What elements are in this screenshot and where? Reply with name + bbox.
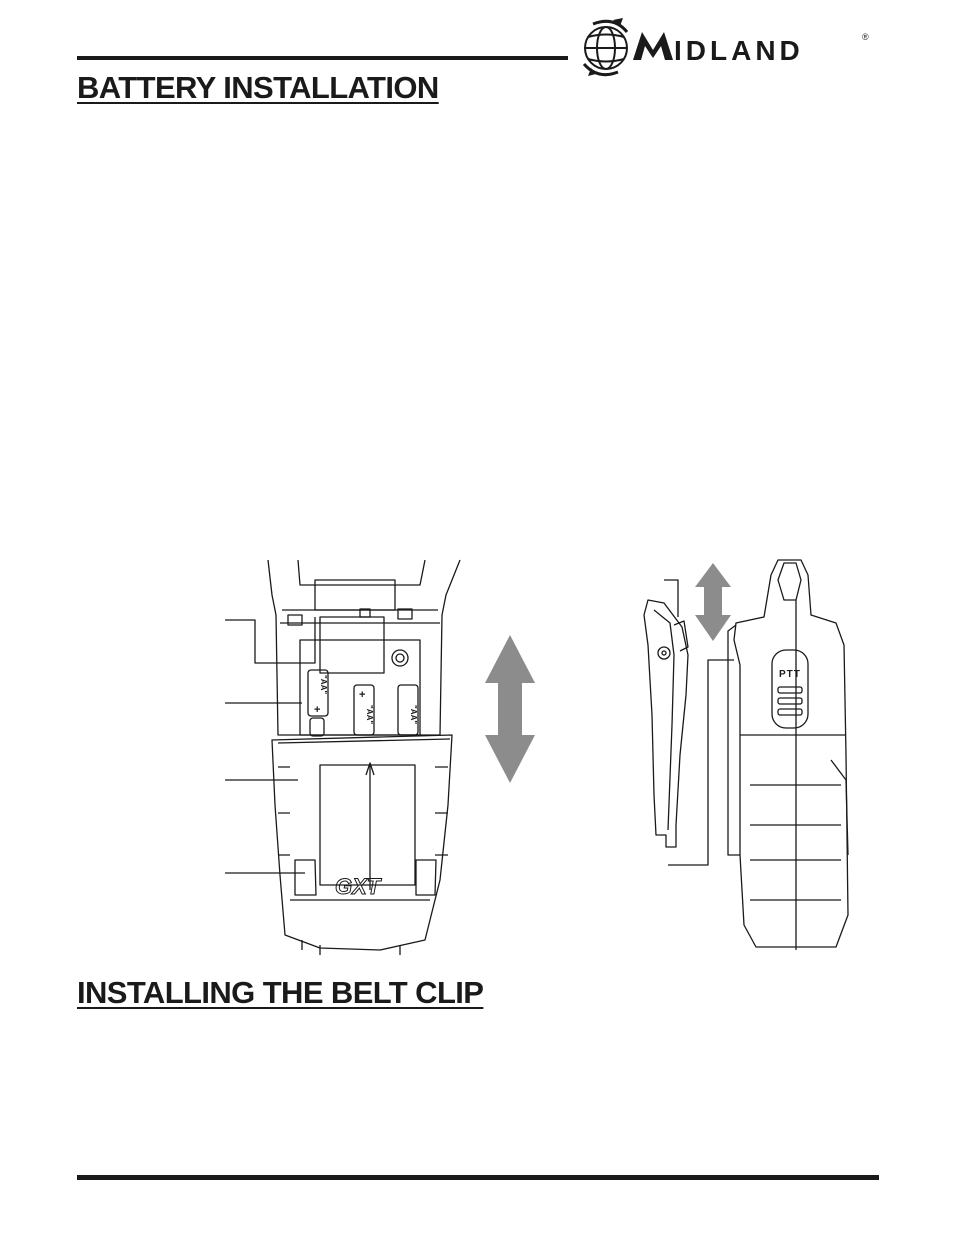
radio-body-outline	[267, 559, 461, 736]
battery-cover	[271, 734, 453, 955]
svg-text:"AA": "AA"	[409, 705, 418, 724]
ptt-label: PTT	[779, 669, 801, 680]
antenna-base	[297, 559, 426, 586]
top-rule	[77, 56, 568, 60]
svg-text:+: +	[314, 704, 320, 716]
model-mark: GXT	[335, 874, 382, 899]
leader-lines	[225, 617, 375, 890]
bottom-rule	[77, 1175, 879, 1180]
belt-clip-diagram: PTT	[643, 559, 849, 950]
belt-clip	[643, 599, 689, 848]
battery-installation-heading: BATTERY INSTALLATION	[77, 70, 439, 105]
svg-text:"AA": "AA"	[319, 675, 328, 694]
clip-direction-arrow-icon	[695, 563, 731, 641]
battery-cells	[307, 669, 419, 737]
svg-text:+: +	[359, 689, 365, 701]
registered-mark: ®	[862, 32, 869, 42]
battery-markings: "AA" + + "AA" "AA"	[314, 675, 418, 724]
slide-direction-arrow-icon	[485, 635, 535, 783]
battery-installation-diagram: "AA" + + "AA" "AA" GXT	[225, 559, 535, 955]
radio-side-view	[727, 559, 849, 950]
brand-wordmark: IDLAND	[674, 35, 804, 66]
logo-m-glyph	[633, 32, 673, 60]
globe-icon	[582, 18, 629, 77]
midland-logo: IDLAND ®	[582, 18, 869, 77]
leader-lines	[664, 579, 734, 866]
svg-text:"AA": "AA"	[365, 705, 374, 724]
belt-clip-heading: INSTALLING THE BELT CLIP	[77, 975, 484, 1010]
